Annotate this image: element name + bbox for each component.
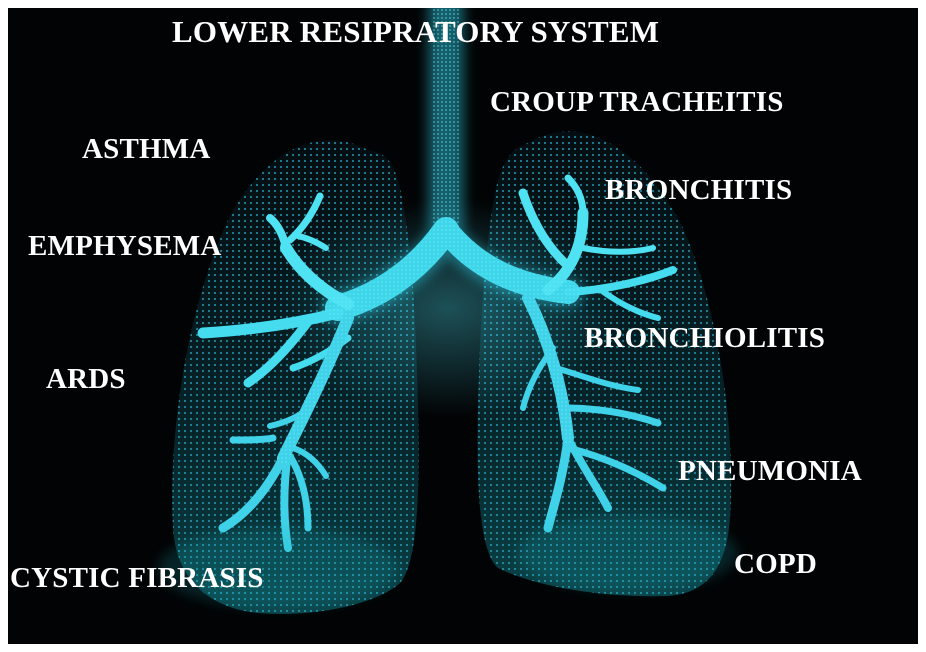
label-bronchitis: BRONCHITIS	[605, 176, 792, 205]
label-emphysema: EMPHYSEMA	[28, 232, 222, 261]
label-croup-tracheitis: CROUP TRACHEITIS	[490, 88, 784, 117]
label-copd: COPD	[734, 550, 817, 579]
label-asthma: ASTHMA	[82, 135, 211, 164]
lung-diagram: LOWER RESIPRATORY SYSTEM CROUP TRACHEITI…	[8, 8, 918, 644]
label-bronchiolitis: BRONCHIOLITIS	[584, 324, 825, 353]
label-ards: ARDS	[46, 365, 126, 394]
label-pneumonia: PNEUMONIA	[678, 457, 862, 486]
label-cystic-fibrasis: CYSTIC FIBRASIS	[10, 564, 264, 593]
diagram-title: LOWER RESIPRATORY SYSTEM	[172, 16, 659, 47]
